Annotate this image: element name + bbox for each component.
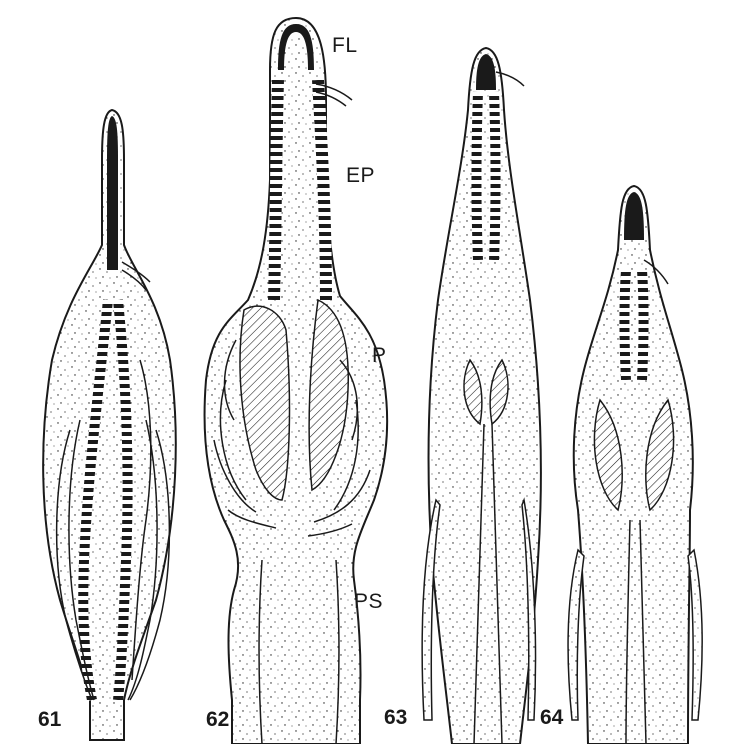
figure-number-61: 61 [38, 708, 61, 732]
specimen-62-outline [205, 18, 388, 744]
specimen-61 [43, 110, 176, 740]
label-ep: EP [346, 164, 375, 188]
figure-number-62: 62 [206, 708, 229, 732]
label-ps: PS [354, 590, 383, 614]
specimen-62 [205, 18, 388, 744]
specimen-62-lumen-left [274, 80, 278, 300]
specimen-63-lumen-left [477, 92, 479, 260]
specimen-61-flagellum [107, 116, 118, 270]
specimen-64-side-left [568, 550, 584, 720]
specimen-63 [422, 48, 541, 744]
specimen-64 [568, 186, 702, 744]
figure-number-64: 64 [540, 706, 563, 730]
specimen-64-side-right [688, 550, 702, 720]
specimen-64-outline [574, 186, 693, 744]
specimen-63-outline [429, 48, 541, 744]
specimen-63-lumen-right [494, 92, 496, 260]
specimen-64-lumen-left [625, 270, 627, 380]
specimen-64-lumen-right [642, 270, 644, 380]
label-fl: FL [332, 34, 358, 58]
label-p: P [372, 344, 387, 368]
figure-number-63: 63 [384, 706, 407, 730]
